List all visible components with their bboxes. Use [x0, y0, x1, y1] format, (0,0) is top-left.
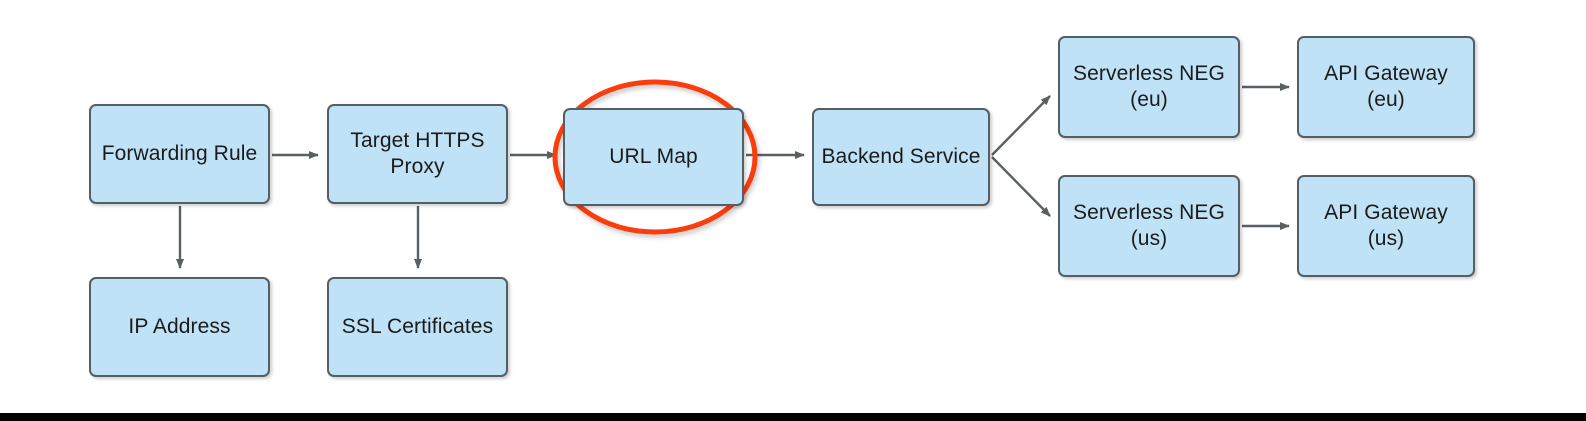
node-serverless-neg-eu[interactable]: Serverless NEG (eu) [1058, 36, 1240, 138]
url-map-highlight-ellipse [552, 79, 758, 235]
node-url-map[interactable]: URL Map [563, 108, 744, 206]
node-forwarding-rule[interactable]: Forwarding Rule [89, 104, 270, 204]
node-label: API Gateway (us) [1324, 201, 1448, 250]
node-label: Target HTTPS Proxy [350, 129, 485, 178]
node-ssl-certificates[interactable]: SSL Certificates [327, 277, 508, 377]
node-label: Forwarding Rule [101, 142, 258, 166]
edge-backend-to-neg-us [991, 156, 1051, 217]
node-backend-service[interactable]: Backend Service [812, 108, 990, 206]
node-ip-address[interactable]: IP Address [89, 277, 270, 377]
node-label: URL Map [609, 145, 698, 169]
node-serverless-neg-us[interactable]: Serverless NEG (us) [1058, 175, 1240, 277]
bottom-divider-bar [0, 413, 1586, 421]
node-api-gateway-us[interactable]: API Gateway (us) [1297, 175, 1475, 277]
node-api-gateway-eu[interactable]: API Gateway (eu) [1297, 36, 1475, 138]
node-label: Backend Service [821, 145, 981, 169]
node-label: IP Address [128, 315, 231, 339]
node-label: SSL Certificates [341, 315, 494, 339]
node-label: Serverless NEG (eu) [1073, 62, 1225, 111]
node-label: Serverless NEG (us) [1073, 201, 1225, 250]
edge-backend-to-neg-eu [991, 95, 1051, 156]
node-label: API Gateway (eu) [1324, 62, 1448, 111]
node-target-https-proxy[interactable]: Target HTTPS Proxy [327, 104, 508, 204]
